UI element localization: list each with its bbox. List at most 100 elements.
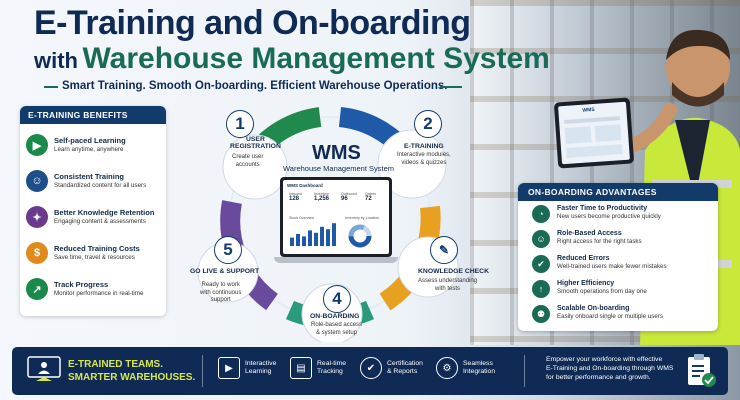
benefit-desc: Standardized content for all users: [54, 182, 147, 189]
advantage-desc: New users become productive quickly: [557, 213, 661, 220]
benefit-desc: Learn anytime, anywhere: [54, 146, 124, 153]
advantage-title: Reduced Errors: [557, 255, 610, 262]
advantage-item: ↑ Higher Efficiency Smooth operations fr…: [532, 280, 647, 298]
step-5-number: 5: [214, 236, 242, 264]
title-with: with: [34, 48, 78, 73]
benefit-item: ↗ Track Progress Monitor performance in …: [26, 278, 143, 300]
step-5-desc: Ready to work with continuous support: [200, 282, 242, 303]
tagline-divider-right: [440, 86, 462, 88]
advantage-item: ✔ Reduced Errors Well-trained users make…: [532, 255, 667, 273]
banner-message: Empower your workforce with effective E-…: [546, 356, 674, 382]
slogan-line2: SMARTER WAREHOUSES.: [68, 371, 196, 383]
checklist-icon: [688, 354, 716, 387]
stock-overview-label: Stock Overview: [289, 216, 314, 220]
chart-up-icon: ↑: [532, 280, 550, 298]
advantage-title: Role-Based Access: [557, 230, 622, 237]
shield-check-icon: ✔: [532, 255, 550, 273]
trained-team-icon: [27, 356, 61, 381]
panel-heading: ON-BOARDING ADVANTAGES: [518, 183, 718, 201]
group-icon: ⚉: [532, 305, 550, 323]
title-wms: Warehouse Management System: [82, 42, 550, 75]
feature-real-time-tracking: ▤ Real-time Tracking: [290, 357, 346, 379]
benefit-item: $ Reduced Training Costs Save time, trav…: [26, 242, 140, 264]
benefit-item: ▶ Self-paced Learning Learn anytime, any…: [26, 134, 126, 156]
certificate-icon: ✔: [360, 357, 382, 379]
step-4-number: 4: [323, 285, 351, 313]
advantage-title: Scalable On-boarding: [557, 305, 630, 312]
location-donut-chart: [348, 224, 372, 248]
step-3-desc: Assess understanding with tests: [418, 278, 478, 292]
step-2-title: E-TRAINING: [404, 143, 444, 150]
step-3-icon: ✎: [430, 236, 458, 264]
banner-divider: [202, 355, 203, 387]
inventory-location-label: Inventory by Location: [345, 216, 380, 220]
speedometer-icon: ◔: [532, 205, 550, 223]
advantage-item: ⚉ Scalable On-boarding Easily onboard si…: [532, 305, 663, 323]
advantage-title: Faster Time to Productivity: [557, 205, 648, 212]
feature-seamless-integration: ⚙ Seamless Integration: [436, 357, 495, 379]
stock-bar: [314, 232, 318, 246]
dashboard-title: WMS Dashboard: [287, 183, 323, 188]
stock-bar: [296, 234, 300, 246]
benefit-desc: Save time, travel & resources: [54, 254, 135, 261]
dollar-icon: $: [26, 242, 48, 264]
step-4-desc: Role-based access & system setup: [311, 322, 363, 336]
stock-bar: [320, 226, 324, 246]
advantage-desc: Well-trained users make fewer mistakes: [557, 263, 667, 270]
step-4-title: ON-BOARDING: [310, 313, 360, 320]
play-screen-icon: ▶: [218, 357, 240, 379]
advantage-item: ◔ Faster Time to Productivity New users …: [532, 205, 661, 223]
step-1-number: 1: [226, 110, 254, 138]
step-2-desc: Interactive modules, videos & quizzes: [397, 152, 451, 166]
step-3-title: KNOWLEDGE CHECK: [418, 268, 489, 275]
banner-divider: [524, 355, 525, 387]
benefit-title: Self-paced Learning: [54, 136, 126, 145]
advantage-item: ☺ Role-Based Access Right access for the…: [532, 230, 642, 248]
wms-center-subtitle: Warehouse Management System: [283, 164, 395, 173]
stock-bar: [332, 223, 336, 246]
step-1-desc: Create user accounts: [232, 154, 264, 168]
step-5-title: GO LIVE & SUPPORT: [190, 268, 260, 275]
page-title: E-Training and On-boarding: [34, 4, 471, 42]
tablet-device: WMS: [553, 97, 635, 169]
slogan-line1: E-TRAINED TEAMS.: [68, 359, 163, 370]
benefit-title: Reduced Training Costs: [54, 244, 140, 253]
benefit-item: ☺ Consistent Training Standardized conte…: [26, 170, 146, 192]
step-1-title: USER REGISTRATION: [230, 136, 281, 150]
stock-bar: [302, 236, 306, 246]
feature-interactive-learning: ▶ Interactive Learning: [218, 357, 276, 379]
benefit-desc: Engaging content & assessments: [54, 218, 146, 225]
tablet-title: WMS: [582, 106, 595, 114]
users-icon: ☺: [26, 170, 48, 192]
benefit-item: ✦ Better Knowledge Retention Engaging co…: [26, 206, 154, 228]
e-training-benefits-panel: E-TRAINING BENEFITS ▶ Self-paced Learnin…: [20, 106, 166, 316]
advantage-desc: Smooth operations from day one: [557, 288, 647, 295]
page-subtitle: with Warehouse Management System: [34, 42, 550, 76]
tagline: Smart Training. Smooth On-boarding. Effi…: [62, 80, 448, 92]
laptop-base: [274, 257, 398, 263]
advantage-title: Higher Efficiency: [557, 280, 615, 287]
step-2-number: 2: [414, 110, 442, 138]
monitor-play-icon: ▶: [26, 134, 48, 156]
brain-icon: ✦: [26, 206, 48, 228]
banner-slogan: E-TRAINED TEAMS. SMARTER WAREHOUSES.: [68, 359, 195, 384]
stock-bar: [308, 230, 312, 246]
wms-center-title: WMS: [312, 142, 361, 164]
gears-icon: ⚙: [436, 357, 458, 379]
stock-bar: [326, 229, 330, 246]
tagline-divider-left: [44, 86, 58, 88]
advantage-desc: Easily onboard single or multiple users: [557, 313, 663, 320]
stock-bar: [290, 237, 294, 246]
benefit-title: Better Knowledge Retention: [54, 208, 155, 217]
user-lock-icon: ☺: [532, 230, 550, 248]
bottom-banner: E-TRAINED TEAMS. SMARTER WAREHOUSES. ▶ I…: [12, 347, 728, 395]
on-boarding-advantages-panel: ON-BOARDING ADVANTAGES ◔ Faster Time to …: [518, 183, 718, 331]
feature-certification-reports: ✔ Certification & Reports: [360, 357, 423, 379]
chart-screen-icon: ▤: [290, 357, 312, 379]
